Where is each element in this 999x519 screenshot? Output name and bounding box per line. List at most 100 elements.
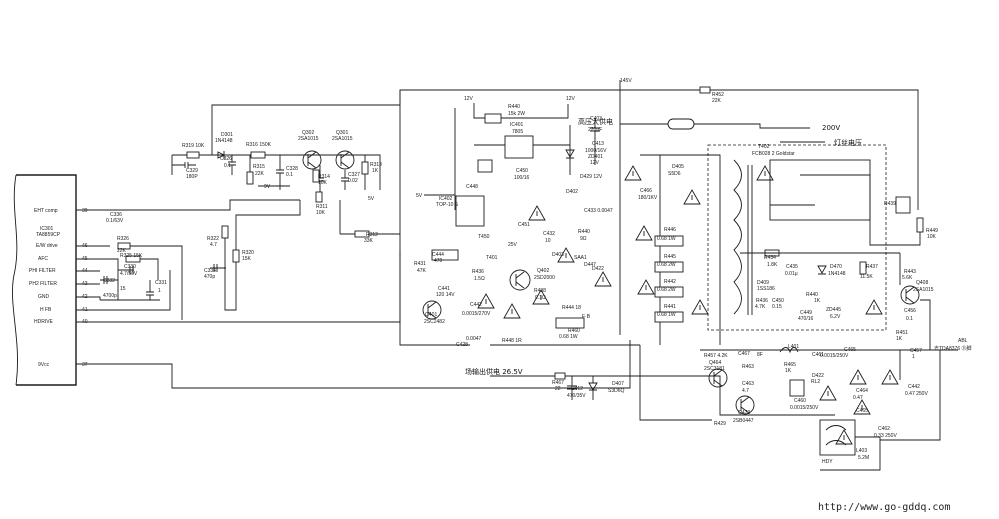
source-url: http://www.go-gddq.com [818, 502, 950, 513]
fuse-block [667, 118, 695, 130]
hazard-triangle [819, 385, 837, 401]
resistor-r315 [246, 171, 254, 185]
diode-d301 [217, 151, 226, 159]
hazard-triangle [853, 399, 871, 415]
label-c448: C448 [466, 184, 478, 190]
label-r452-value: 22K [712, 98, 722, 104]
label-r457: R457 4.2K [704, 353, 728, 359]
label-9v: 9V [264, 184, 271, 190]
label-r434-value: 1.8K [767, 262, 778, 268]
resistor-r326 [117, 242, 131, 250]
label-d470-type: 1N4148 [828, 271, 846, 277]
label-c464-value: 0.47 [853, 395, 863, 401]
transistor-q408 [900, 285, 920, 305]
label-c330: C330 [124, 264, 136, 270]
label-r446: R446 [664, 227, 676, 233]
label-c334: C334 [204, 268, 216, 274]
label-r446-value: 0.68 1W [657, 236, 676, 242]
hazard-triangle [637, 279, 655, 295]
ic-pin-label: HDRIVE [34, 319, 54, 325]
label-c403: C403 [590, 116, 602, 122]
label-q402-type: 2SD2000 [534, 275, 555, 281]
label-r443-value: 5.6K [902, 275, 913, 281]
label-c466-value: 180/1KV [638, 195, 658, 201]
label-q302-type: 2SA1015 [298, 136, 319, 142]
resistor-r446 [654, 235, 684, 247]
label-r451: R451 [896, 330, 908, 336]
label-q473: Q473 [738, 410, 750, 416]
label-r445-value: 0.68 2W [657, 262, 676, 268]
label-d402: D402 [566, 189, 578, 195]
label-r440b: R440 [578, 229, 590, 235]
label-r440b-value: 9Ω [580, 236, 587, 242]
ic-pin-number: 37 [82, 362, 88, 368]
label-q401: Q401 [425, 312, 437, 318]
hazard-triangle [557, 247, 575, 263]
label-r438-value: 0.1Ω [535, 295, 546, 301]
label-15: 15 [120, 286, 126, 292]
resistor-r316 [250, 151, 266, 159]
label-r445: R445 [664, 254, 676, 260]
block-c444 [431, 249, 459, 261]
resistor-r320 [232, 249, 240, 263]
label-r434: R434 [764, 255, 776, 261]
label-c435-value: 0.01μ [785, 271, 798, 277]
label-c450b-value: 0.15 [772, 304, 782, 310]
label-c442-value: 0.0015/270V [462, 311, 491, 317]
resistor-r440 [484, 113, 502, 124]
label-c442b: C442 [908, 384, 920, 390]
resistor-r311 [315, 191, 323, 203]
resistor-r441 [654, 311, 684, 323]
label-c327-value: 0.02 [348, 178, 358, 184]
label-r441: R441 [664, 304, 676, 310]
label-c442: C442 [470, 302, 482, 308]
label-c330-value: 4.7/50V [120, 271, 138, 277]
label-t402: T402 [758, 144, 770, 150]
component-r439 [895, 196, 911, 214]
label-c463-value: 4.7 [742, 388, 749, 394]
label-c328-value: 0.1 [286, 172, 293, 178]
resistor-r460 [555, 317, 585, 329]
label-d407-type: S3D6Q [608, 388, 625, 394]
label-c462: C462 [878, 426, 890, 432]
label-c435: C435 [786, 264, 798, 270]
label-r444: R444 18 [562, 305, 581, 311]
label-r326-value: 22K [117, 248, 127, 254]
label-to-tda8376: 去TDA8376 ㉛脚 [934, 345, 972, 352]
label-c326: C326 [220, 156, 232, 162]
hazard-triangle [477, 293, 495, 309]
label-field-output-supply: 场输出供电 26.5V [465, 367, 523, 376]
label-r431: R431 [414, 261, 426, 267]
label-r451-value: 1K [896, 336, 903, 342]
label-r452: R452 [712, 92, 724, 98]
resistor-r445 [654, 261, 684, 273]
hazard-triangle [835, 429, 853, 445]
label-r431-value: 47K [417, 268, 427, 274]
label-zd401-value: 12V [590, 160, 600, 166]
label-c328: C328 [286, 166, 298, 172]
label-d301: D301 [221, 132, 233, 138]
label-q401-type: 2SC2482 [424, 319, 445, 325]
label-r440-value: 15k 2W [508, 111, 525, 117]
label-c456-value: 0.1 [906, 316, 913, 322]
zener-zd401 [565, 149, 575, 159]
hazard-triangle [849, 369, 867, 385]
label-r319: R319 10K [182, 143, 205, 149]
label-c451-value: 25V [508, 242, 518, 248]
hazard-triangle [635, 225, 653, 241]
label-c466: C466 [640, 188, 652, 194]
label-ic401-type: 7805 [512, 129, 523, 135]
hazard-triangle [594, 271, 612, 287]
label-abl: ABL [958, 338, 968, 344]
ic-pin-label: PHI FILTER [29, 268, 56, 274]
label-c433: C433 0.0047 [584, 208, 613, 214]
label-ic401: IC401 [510, 122, 524, 128]
label-q464-type: 2SC3181 [704, 366, 725, 372]
label-r311-value: 10K [316, 210, 326, 216]
label-c456: C456 [904, 308, 916, 314]
label-12v-a: 12V [464, 96, 474, 102]
label-d403-type: SAA1 [574, 255, 587, 261]
label-l403-value: 5.2M [858, 455, 869, 461]
ic-pin-label: GND [38, 294, 50, 300]
label-12v-b: 12V [566, 96, 576, 102]
